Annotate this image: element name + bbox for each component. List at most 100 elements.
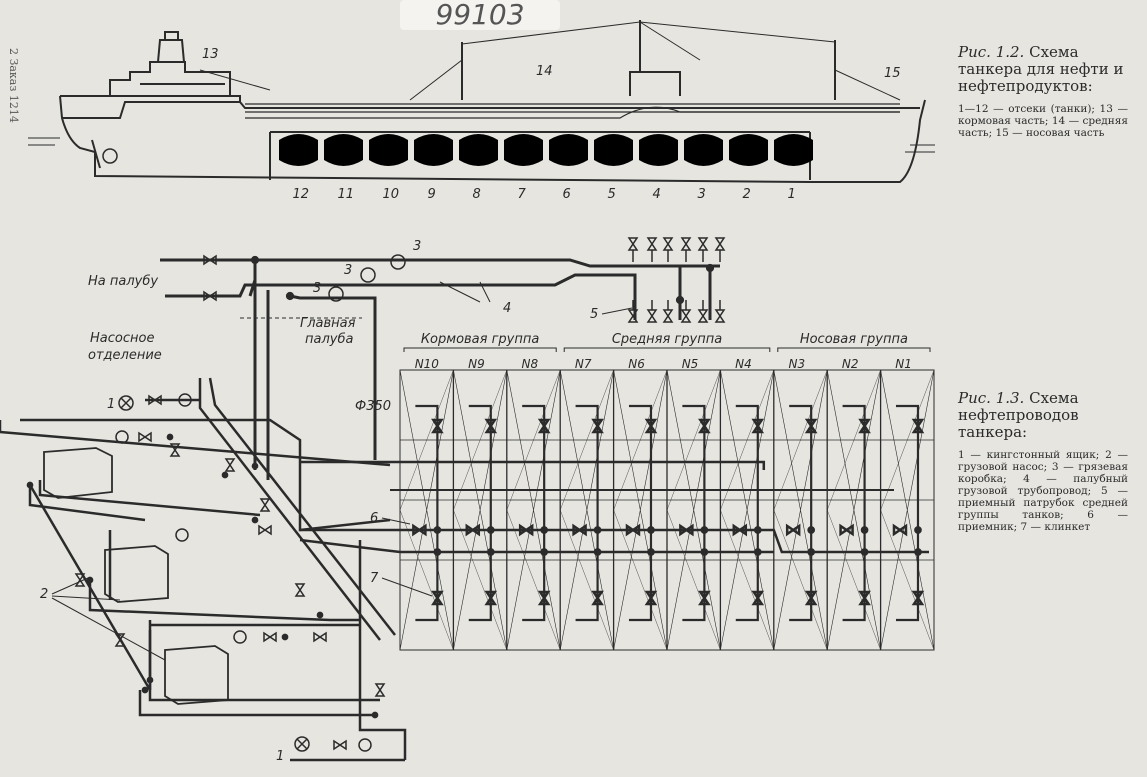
compartment-label: 6 — [563, 187, 571, 202]
callout-1a: 1 — [107, 397, 115, 412]
pipe-junction — [753, 548, 762, 556]
pipe-junction — [700, 548, 709, 556]
pipe-junction — [433, 548, 442, 556]
valve-icon — [148, 394, 162, 406]
manifold-valve-icon — [697, 309, 709, 323]
compartment-label: 10 — [383, 187, 400, 202]
caption-fig-1-3-text: Схема нефтепроводов танкера: — [958, 389, 1079, 441]
compartment-label: 1 — [788, 187, 796, 202]
pipe-junction — [807, 526, 816, 534]
valve-icon — [138, 431, 152, 443]
group-bracket — [563, 347, 771, 352]
compartment-label: 12 — [293, 187, 310, 202]
gate-valve-icon — [911, 418, 925, 434]
archive-stamp: 99103 — [400, 0, 560, 30]
pipe-junction — [251, 462, 259, 470]
margin-note: 2 Заказ 1214 — [7, 48, 20, 123]
compartment-label: 8 — [473, 187, 481, 202]
valve-icon — [333, 739, 347, 751]
tank-suction-pipe — [575, 404, 599, 622]
compartment-label: 5 — [608, 187, 616, 202]
pipe-junction — [647, 548, 655, 556]
pipe-junction — [316, 611, 324, 619]
pipe-junction — [914, 548, 922, 556]
group-bracket — [777, 347, 931, 352]
gate-valve-icon — [911, 590, 925, 606]
cargo-pipelines — [299, 404, 929, 622]
gate-valve-icon — [537, 590, 551, 606]
callout-3a: 3 — [413, 239, 421, 254]
compartment-label: 3 — [698, 187, 706, 202]
cargo-pumps — [43, 447, 229, 705]
label-pump-room-line1: Насосное — [90, 331, 154, 346]
tank-diagonal — [453, 369, 507, 651]
tank-diagonal — [720, 369, 774, 651]
tank-diagonal — [880, 369, 935, 651]
pipe-junction — [281, 633, 289, 641]
receiver-valve-icon — [518, 523, 534, 537]
gate-valve-icon — [751, 590, 765, 606]
cargo-tank-3 — [684, 134, 723, 166]
pipe-junction — [540, 548, 549, 556]
valve-icon — [114, 633, 126, 647]
gate-valve-icon — [644, 590, 658, 606]
tank-label: N9 — [468, 357, 485, 371]
pipe-junction — [285, 291, 295, 301]
gate-valve-icon — [858, 590, 871, 606]
strainer-icon — [178, 393, 192, 407]
tank-diagonal — [559, 369, 614, 651]
manifold-valve-icon — [662, 237, 674, 251]
callout-7-leader — [381, 577, 433, 597]
cargo-tank-1 — [774, 134, 813, 166]
pipe-junction — [860, 548, 869, 556]
callout-4-leader — [439, 281, 491, 303]
valve-icon — [258, 524, 272, 536]
label-na-palubu: На палубу — [88, 274, 158, 289]
gate-valve-icon — [804, 418, 818, 434]
callout-3c: 3 — [313, 281, 321, 296]
gate-valve-icon — [751, 418, 765, 434]
tank-diagonal — [506, 369, 561, 651]
compartment-label: 9 — [428, 187, 436, 202]
pipe-junction — [914, 526, 922, 534]
manifold-valve-icon — [714, 309, 726, 323]
manifold-valve-icon — [714, 237, 726, 251]
valve-icon — [74, 573, 86, 587]
pipe-junction — [675, 295, 685, 305]
cargo-tank-11 — [324, 134, 363, 166]
compartment-label: 2 — [743, 187, 751, 202]
callout-1b: 1 — [276, 749, 284, 764]
strainer-icon — [358, 738, 372, 752]
label-main-deck: Главная палуба — [300, 316, 360, 347]
callout-6: 6 — [370, 511, 378, 526]
caption-fig-1-3: Рис. 1.3. Схема нефтепроводов танкера: 1… — [958, 389, 1128, 534]
receiver-valve-icon — [572, 523, 587, 537]
strainer-icon — [175, 528, 189, 542]
tank-suction-pipe — [789, 404, 813, 622]
tank-diagonal — [399, 369, 454, 651]
gate-valve-icon — [537, 418, 551, 434]
tank-diagonal — [506, 369, 561, 651]
label-diameter: Ф350 — [355, 399, 391, 414]
tank-suction-pipe — [522, 404, 546, 622]
group-bracket — [403, 347, 557, 352]
tank-label: N6 — [628, 357, 645, 371]
gate-valve-icon — [484, 590, 498, 606]
tanker-profile — [28, 20, 935, 183]
label-main-deck-line1: Главная — [300, 316, 356, 331]
kingston-boxes — [118, 395, 310, 752]
valve-icon — [294, 583, 306, 597]
caption-fig-1-2: Рис. 1.2. Схема танкера для нефти и нефт… — [958, 44, 1128, 140]
manifold-valve-icon — [662, 309, 674, 323]
manifold-valve-icon — [627, 237, 639, 251]
pipe-junction — [141, 686, 149, 694]
tank-suction-pipe — [842, 404, 866, 622]
cargo-tank-6 — [549, 134, 588, 166]
manifold-valve-icon — [680, 309, 692, 323]
label-pump-room-line2: отделение — [88, 348, 162, 363]
pipe-junction — [166, 433, 174, 441]
tank-suction-pipe — [895, 404, 920, 622]
tank-diagonal — [826, 369, 881, 651]
callout-5: 5 — [590, 307, 598, 322]
